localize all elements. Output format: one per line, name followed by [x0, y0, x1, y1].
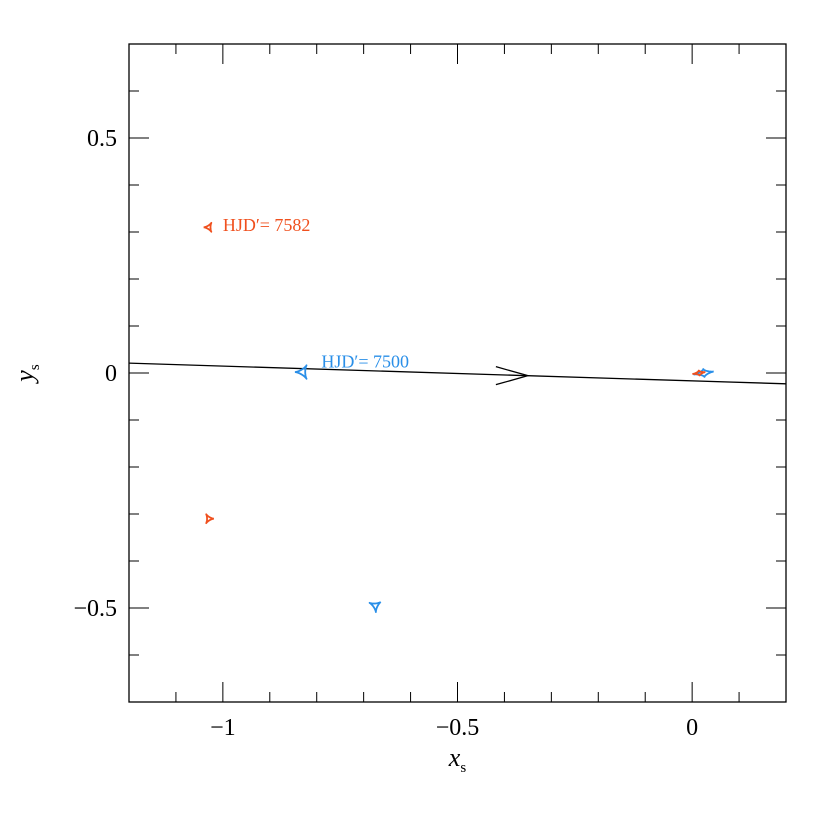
y-tick-label: 0.5 — [87, 126, 117, 152]
trajectory-line — [128, 362, 787, 385]
y-tick-label: 0 — [105, 361, 117, 387]
caustic-7582-central-0 — [692, 369, 707, 377]
annotation-label: HJD′= 7582 — [223, 215, 311, 235]
trajectory-arrow — [495, 366, 531, 386]
x-axis-label-main: x — [448, 743, 461, 772]
svg-text:ys: ys — [10, 364, 43, 385]
x-tick-label: −0.5 — [436, 715, 480, 741]
x-tick-label: 0 — [686, 715, 698, 741]
caustic-curves — [202, 221, 715, 613]
x-axis-label: xs — [448, 743, 467, 776]
plot-frame — [128, 43, 787, 703]
tick-marks — [129, 44, 787, 702]
caustic-7500-planetary-2 — [368, 601, 382, 613]
annotation-label: HJD′= 7500 — [321, 351, 409, 371]
y-tick-label: −0.5 — [73, 596, 117, 622]
caustic-7582-planetary-1 — [202, 221, 213, 233]
caustic-7500-planetary-1 — [294, 364, 308, 380]
source-trajectory — [128, 362, 787, 386]
y-axis-label: ys — [10, 364, 43, 385]
y-axis-label-main: y — [10, 370, 39, 385]
caustic-7582-planetary-2 — [205, 513, 215, 525]
x-axis-label-sub: s — [460, 760, 466, 776]
tick-labels: −1 −0.5 0 −0.5 0 0.5 — [73, 126, 698, 741]
x-tick-label: −1 — [210, 715, 236, 741]
y-axis-label-sub: s — [27, 364, 43, 370]
